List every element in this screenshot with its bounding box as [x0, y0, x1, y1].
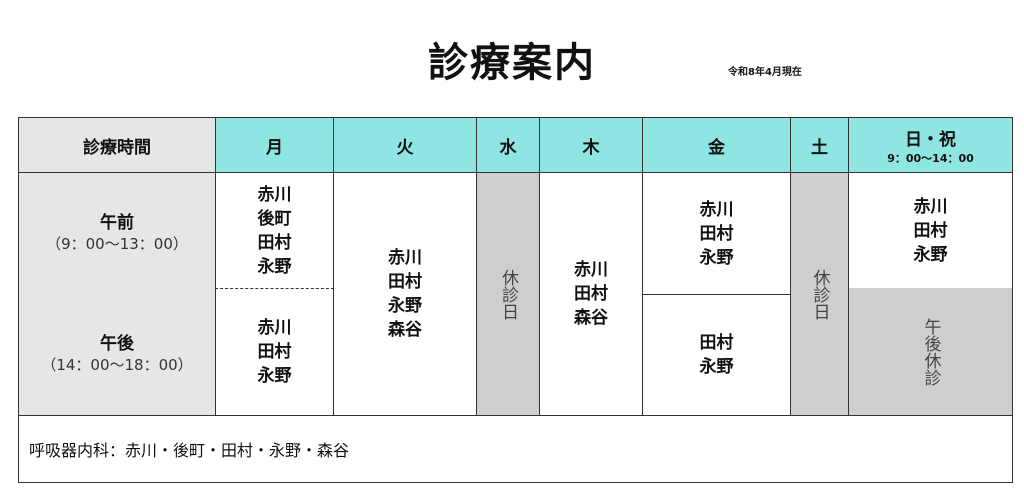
fri-am: 赤川田村永野: [642, 172, 791, 295]
doctor-name: 森谷: [388, 320, 422, 340]
doctor-name: 赤川: [574, 260, 608, 280]
tue-all: 赤川田村永野森谷: [333, 172, 477, 416]
doctor-name: 永野: [699, 247, 734, 268]
header-time: 診療時間: [18, 117, 216, 173]
fri-pm: 田村永野: [642, 294, 791, 416]
doctor-name: 赤川: [388, 248, 422, 268]
doctor-name: 田村: [699, 223, 734, 244]
am-time: （9：00〜13：00）: [46, 234, 188, 253]
closed-label: 休診日: [498, 268, 518, 320]
thu-all: 赤川田村森谷: [539, 172, 643, 416]
mon-am: 赤川後町田村永野: [215, 172, 334, 289]
mon-pm: 赤川田村永野: [215, 288, 334, 416]
page-title: 診療案内: [428, 40, 596, 86]
pm-label: 午後: [100, 333, 134, 354]
header-sun: 日・祝 9：00〜14：00: [848, 117, 1013, 173]
doctor-name: 永野: [388, 296, 422, 316]
sun-label: 日・祝: [905, 129, 956, 150]
doctor-name: 田村: [574, 284, 608, 304]
doctor-name: 田村: [257, 232, 292, 253]
doctor-name: 田村: [257, 341, 292, 362]
pm-row-label: 午後 （14：00〜18：00）: [18, 288, 216, 416]
doctor-name: 後町: [257, 208, 292, 229]
sun-pm-closed: 午後休診: [848, 288, 1013, 416]
doctor-name: 田村: [388, 272, 422, 292]
header-fri: 金: [642, 117, 791, 173]
header-sat: 土: [790, 117, 849, 173]
sun-hours: 9：00〜14：00: [887, 151, 974, 165]
closed-label: 休診日: [809, 268, 830, 320]
pm-time: （14：00〜18：00）: [41, 355, 193, 374]
doctor-name: 田村: [699, 333, 734, 353]
header-tue: 火: [333, 117, 477, 173]
header-thu: 木: [539, 117, 643, 173]
doctor-name: 田村: [913, 220, 948, 241]
doctor-name: 赤川: [257, 317, 292, 338]
department-doctors: 呼吸器内科：赤川・後町・田村・永野・森谷: [18, 415, 1013, 483]
doctor-name: 赤川: [699, 199, 734, 220]
doctor-name: 赤川: [257, 184, 292, 205]
header-wed: 水: [476, 117, 540, 173]
doctor-name: 永野: [257, 365, 292, 386]
doctor-name: 永野: [257, 256, 292, 277]
wed-closed: 休診日: [476, 172, 540, 416]
sat-closed: 休診日: [790, 172, 849, 416]
am-row-label: 午前 （9：00〜13：00）: [18, 172, 216, 289]
doctor-name: 永野: [913, 244, 948, 265]
doctor-name: 永野: [699, 357, 734, 377]
closed-label: 午後休診: [920, 317, 941, 386]
sun-am: 赤川田村永野: [848, 172, 1013, 289]
as-of-date: 令和8年4月現在: [728, 67, 802, 78]
doctor-name: 森谷: [574, 308, 608, 328]
header-mon: 月: [215, 117, 334, 173]
am-label: 午前: [100, 212, 134, 233]
doctor-name: 赤川: [913, 196, 948, 217]
